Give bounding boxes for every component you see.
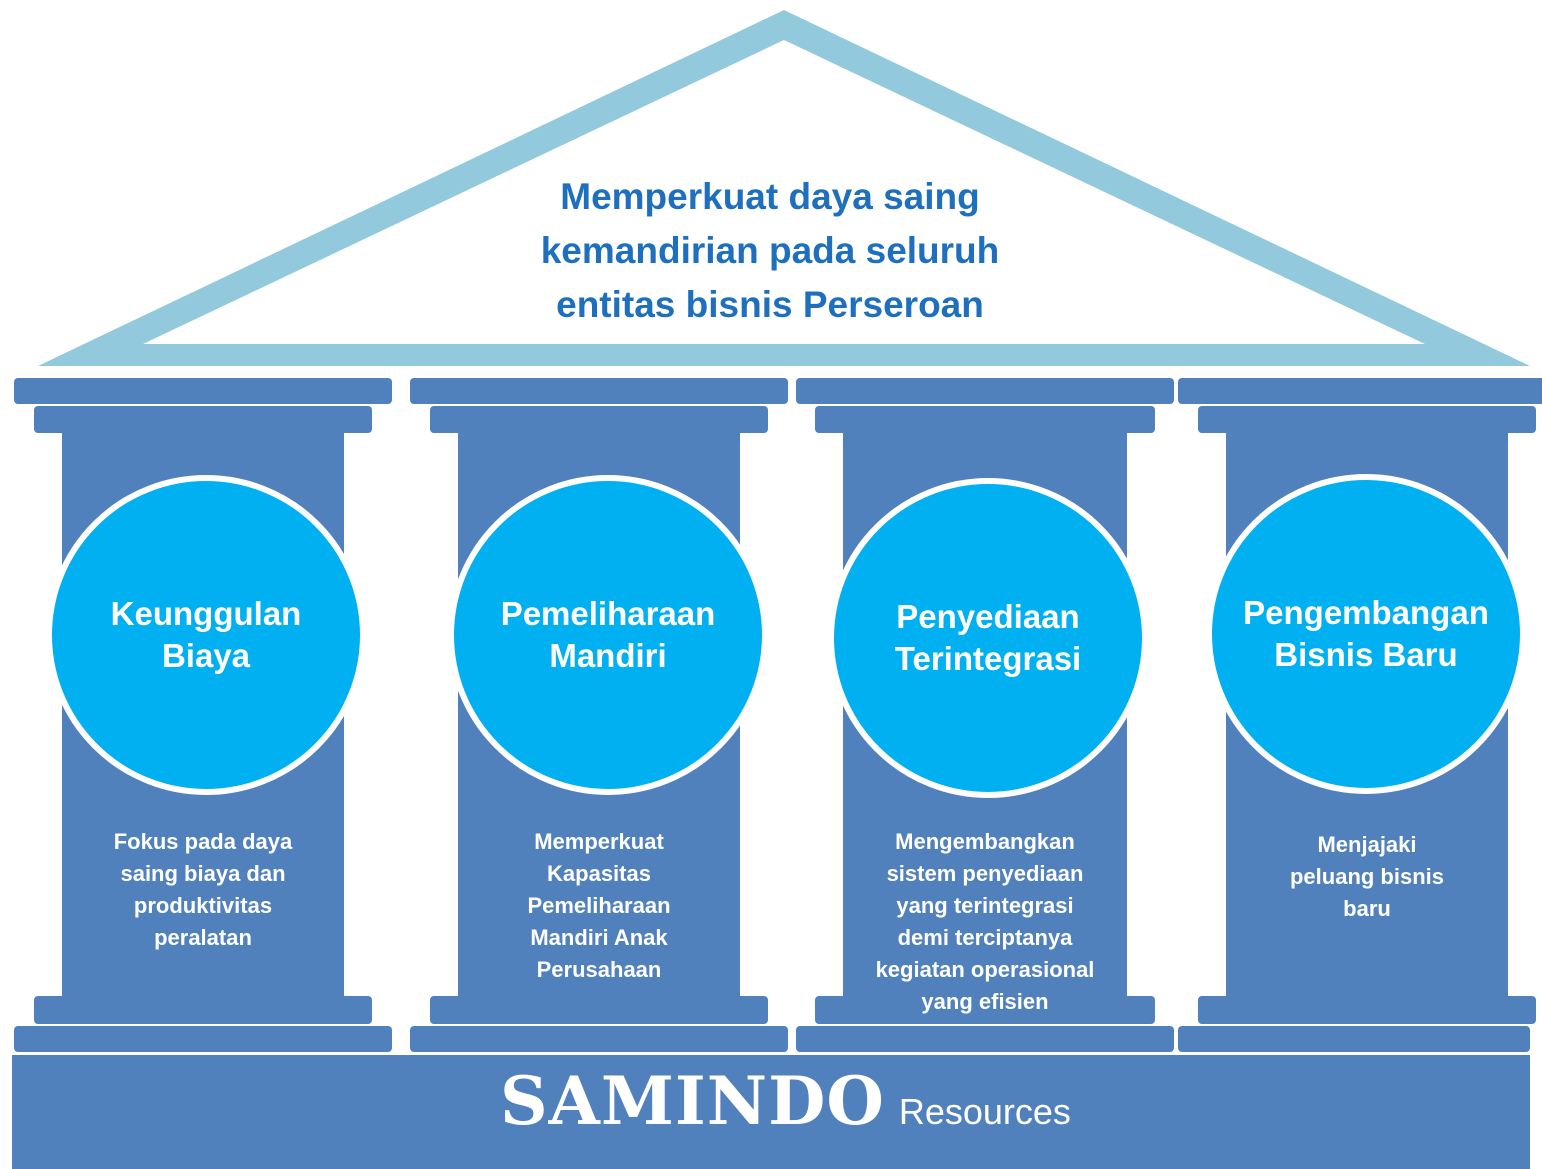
pillar-desc-line: Mengembangkan	[895, 829, 1075, 854]
pillar-capital-top	[796, 378, 1174, 404]
pillar-title-line: Bisnis Baru	[1274, 636, 1458, 673]
pillar-description: Menjajaki peluang bisnis baru	[1226, 829, 1508, 925]
roof-title: Memperkuat daya saing kemandirian pada s…	[420, 170, 1120, 332]
pillar-capital-bottom	[815, 406, 1155, 433]
foundation	[12, 1055, 1530, 1169]
pillar-description: Mengembangkan sistem penyediaan yang ter…	[843, 826, 1127, 1018]
pillar-title-line: Biaya	[161, 637, 251, 674]
pillar-capital-bottom	[34, 406, 372, 433]
pillar-desc-line: saing biaya dan	[120, 861, 286, 886]
pillar-desc-line: Fokus pada daya	[113, 829, 293, 854]
pillar-desc-line: demi terciptanya	[897, 925, 1073, 950]
pillar-desc-line: yang terintegrasi	[896, 893, 1074, 918]
pillar-title: Pengembangan Bisnis Baru	[1221, 592, 1511, 676]
pillar-desc-line: Pemeliharaan	[527, 893, 671, 918]
pillar-desc-line: Mandiri Anak	[530, 925, 668, 950]
pillar-desc-line: Perusahaan	[536, 957, 662, 982]
pillar-title-line: Pengembangan	[1243, 594, 1489, 631]
pillar-title-line: Keunggulan	[110, 595, 302, 632]
pillar-desc-line: peluang bisnis	[1289, 864, 1445, 889]
pillar-capital-top	[1178, 378, 1542, 404]
pillar-title-line: Mandiri	[549, 637, 667, 674]
pillar-circle: Pengembangan Bisnis Baru	[1206, 474, 1526, 794]
pillar-title: Penyediaan Terintegrasi	[843, 596, 1133, 680]
pillar-title: Keunggulan Biaya	[61, 593, 351, 677]
pillar-title-line: Terintegrasi	[894, 640, 1082, 677]
pillar-base-top	[34, 996, 372, 1024]
pillar-capital-bottom	[430, 406, 768, 433]
roof-title-line: entitas bisnis Perseroan	[556, 284, 984, 325]
roof-triangle	[38, 10, 1530, 366]
samindo-logo: SAMINDO Resources	[500, 1062, 1071, 1162]
pillar-base-top	[430, 996, 768, 1024]
pillar-title-line: Pemeliharaan	[500, 595, 716, 632]
pillar-capital-top	[14, 378, 392, 404]
roof-title-line: kemandirian pada seluruh	[540, 230, 1000, 271]
pillar-circle: Penyediaan Terintegrasi	[828, 478, 1148, 798]
pillar-circle: Keunggulan Biaya	[46, 475, 366, 795]
pillar-capital-bottom	[1198, 406, 1536, 433]
pillar-base-bottom	[1178, 1026, 1530, 1052]
pillar-title-line: Penyediaan	[896, 598, 1080, 635]
roof-inner	[143, 40, 1425, 344]
pillar-title: Pemeliharaan Mandiri	[463, 593, 753, 677]
pillar-desc-line: Kapasitas	[547, 861, 651, 886]
pillar-capital-top	[410, 378, 788, 404]
logo-sub-text: Resources	[898, 1091, 1071, 1132]
pillar-base-bottom	[796, 1026, 1174, 1052]
pillar-circle: Pemeliharaan Mandiri	[448, 475, 768, 795]
pillar-description: Memperkuat Kapasitas Pemeliharaan Mandir…	[458, 826, 740, 986]
roof-title-line: Memperkuat daya saing	[560, 176, 980, 217]
pillar-desc-line: produktivitas	[133, 893, 273, 918]
pillar-desc-line: Menjajaki	[1317, 832, 1417, 857]
pillar-desc-line: yang efisien	[921, 989, 1049, 1014]
pillar-base-bottom	[14, 1026, 392, 1052]
pillar-desc-line: sistem penyediaan	[886, 861, 1084, 886]
pillar-base-top	[1198, 996, 1536, 1024]
pillar-desc-line: Memperkuat	[534, 829, 664, 854]
pillar-description: Fokus pada daya saing biaya dan produkti…	[62, 826, 344, 954]
pillar-desc-line: baru	[1343, 896, 1391, 921]
logo-main-text: SAMINDO	[500, 1062, 885, 1140]
pillar-base-bottom	[410, 1026, 788, 1052]
pillar-desc-line: peralatan	[154, 925, 252, 950]
pillar-desc-line: kegiatan operasional	[875, 957, 1095, 982]
pillar-base-top	[815, 996, 1155, 1024]
